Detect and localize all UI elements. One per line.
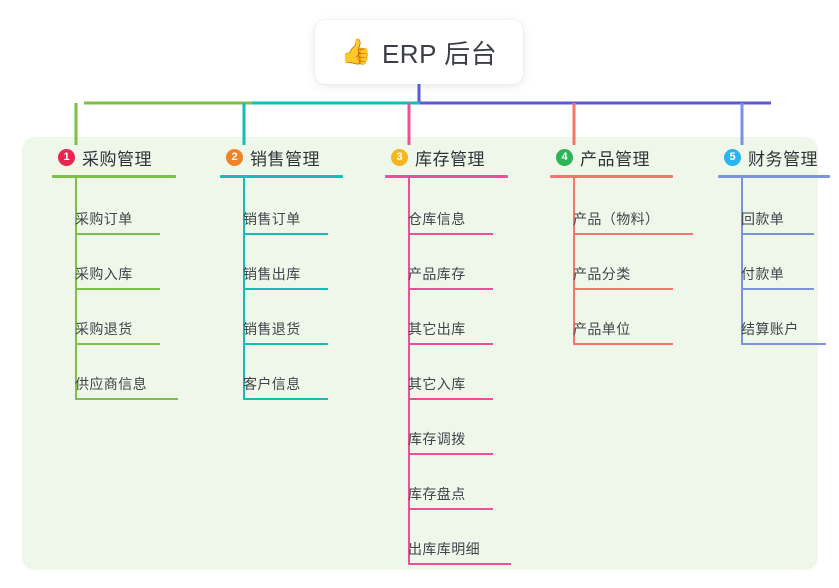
leaf-item-underline	[408, 508, 493, 510]
branch-badge-2: 2	[226, 149, 243, 166]
leaf-item[interactable]: 产品单位	[538, 313, 706, 345]
leaf-item-label: 库存调拨	[408, 431, 466, 447]
leaf-item-label: 付款单	[741, 266, 785, 282]
leaf-item[interactable]: 客户信息	[208, 368, 373, 400]
leaf-item[interactable]: 库存盘点	[373, 478, 538, 510]
leaf-item-label: 产品库存	[408, 266, 466, 282]
branch-spine-2	[243, 175, 245, 400]
leaf-item[interactable]: 供应商信息	[40, 368, 208, 400]
leaf-item-underline	[75, 343, 160, 345]
leaf-item-label: 采购订单	[75, 211, 133, 227]
leaf-item-label: 采购退货	[75, 321, 133, 337]
leaf-item-underline	[75, 398, 178, 400]
leaf-item-label: 其它入库	[408, 376, 466, 392]
leaf-item-underline	[741, 343, 826, 345]
branch-title-2: 销售管理	[250, 150, 320, 169]
branch-badge-1: 1	[58, 149, 75, 166]
leaf-item-label: 产品分类	[573, 266, 631, 282]
leaf-item-underline	[243, 398, 328, 400]
leaf-item-label: 销售出库	[243, 266, 301, 282]
leaf-item[interactable]: 库存调拨	[373, 423, 538, 455]
leaf-item-underline	[243, 288, 328, 290]
leaf-item-label: 其它出库	[408, 321, 466, 337]
branch-spine-5	[741, 175, 743, 345]
branch-header-4[interactable]: 4 产品管理	[556, 145, 650, 170]
leaf-item-underline	[741, 233, 814, 235]
branch-columns: 1 采购管理采购订单采购入库采购退货供应商信息 2 销售管理销售订单销售出库销售退货客…	[22, 137, 830, 570]
leaf-item-label: 销售退货	[243, 321, 301, 337]
branch-header-2[interactable]: 2 销售管理	[226, 145, 320, 170]
leaf-item-underline	[408, 453, 493, 455]
leaf-item[interactable]: 采购订单	[40, 203, 208, 235]
branch-underline-2	[220, 175, 343, 178]
leaf-item-label: 客户信息	[243, 376, 301, 392]
leaf-item-underline	[573, 343, 673, 345]
leaf-item-underline	[408, 233, 493, 235]
leaf-item-underline	[408, 343, 493, 345]
root-node-card[interactable]: 👍 ERP 后台	[315, 20, 523, 84]
leaf-item[interactable]: 产品库存	[373, 258, 538, 290]
leaf-item-underline	[243, 233, 328, 235]
branch-spine-1	[75, 175, 77, 400]
branch-underline-4	[550, 175, 673, 178]
branch-badge-3: 3	[391, 149, 408, 166]
leaf-item-underline	[573, 233, 693, 235]
leaf-item[interactable]: 销售退货	[208, 313, 373, 345]
leaf-item[interactable]: 产品（物料）	[538, 203, 706, 235]
leaf-item-label: 出库库明细	[408, 541, 480, 557]
leaf-item-label: 仓库信息	[408, 211, 466, 227]
branch-underline-3	[385, 175, 508, 178]
leaf-item[interactable]: 出库库明细	[373, 533, 538, 565]
thumbs-up-icon: 👍	[340, 38, 372, 66]
branch-spine-4	[573, 175, 575, 345]
leaf-item-label: 产品单位	[573, 321, 631, 337]
leaf-item-label: 结算账户	[741, 321, 799, 337]
branch-header-1[interactable]: 1 采购管理	[58, 145, 152, 170]
leaf-item-label: 供应商信息	[75, 376, 147, 392]
leaf-item-underline	[408, 288, 493, 290]
leaf-item-label: 采购入库	[75, 266, 133, 282]
leaf-item[interactable]: 采购退货	[40, 313, 208, 345]
leaf-item[interactable]: 产品分类	[538, 258, 706, 290]
root-node-title: ERP 后台	[381, 38, 498, 69]
leaf-item[interactable]: 回款单	[706, 203, 818, 235]
branch-header-5[interactable]: 5 财务管理	[724, 145, 818, 170]
branch-title-5: 财务管理	[748, 150, 818, 169]
branch-badge-4: 4	[556, 149, 573, 166]
leaf-item[interactable]: 仓库信息	[373, 203, 538, 235]
leaf-item-underline	[573, 288, 673, 290]
leaf-item-underline	[741, 288, 814, 290]
leaf-item-underline	[408, 563, 511, 565]
content-panel	[22, 137, 818, 570]
leaf-item[interactable]: 采购入库	[40, 258, 208, 290]
branch-underline-5	[718, 175, 830, 178]
leaf-item-label: 回款单	[741, 211, 785, 227]
branch-underline-1	[52, 175, 176, 178]
leaf-item-underline	[75, 288, 160, 290]
leaf-item-underline	[75, 233, 160, 235]
leaf-item-underline	[408, 398, 493, 400]
leaf-item[interactable]: 其它出库	[373, 313, 538, 345]
leaf-item[interactable]: 销售出库	[208, 258, 373, 290]
branch-spine-3	[408, 175, 410, 565]
leaf-item-label: 产品（物料）	[573, 211, 660, 227]
branch-title-3: 库存管理	[415, 150, 485, 169]
branch-title-4: 产品管理	[580, 150, 650, 169]
leaf-item-underline	[243, 343, 328, 345]
leaf-item[interactable]: 销售订单	[208, 203, 373, 235]
branch-header-3[interactable]: 3 库存管理	[391, 145, 485, 170]
leaf-item-label: 库存盘点	[408, 486, 466, 502]
leaf-item-label: 销售订单	[243, 211, 301, 227]
leaf-item[interactable]: 其它入库	[373, 368, 538, 400]
branch-badge-5: 5	[724, 149, 741, 166]
branch-title-1: 采购管理	[82, 150, 152, 169]
leaf-item[interactable]: 付款单	[706, 258, 818, 290]
leaf-item[interactable]: 结算账户	[706, 313, 826, 345]
